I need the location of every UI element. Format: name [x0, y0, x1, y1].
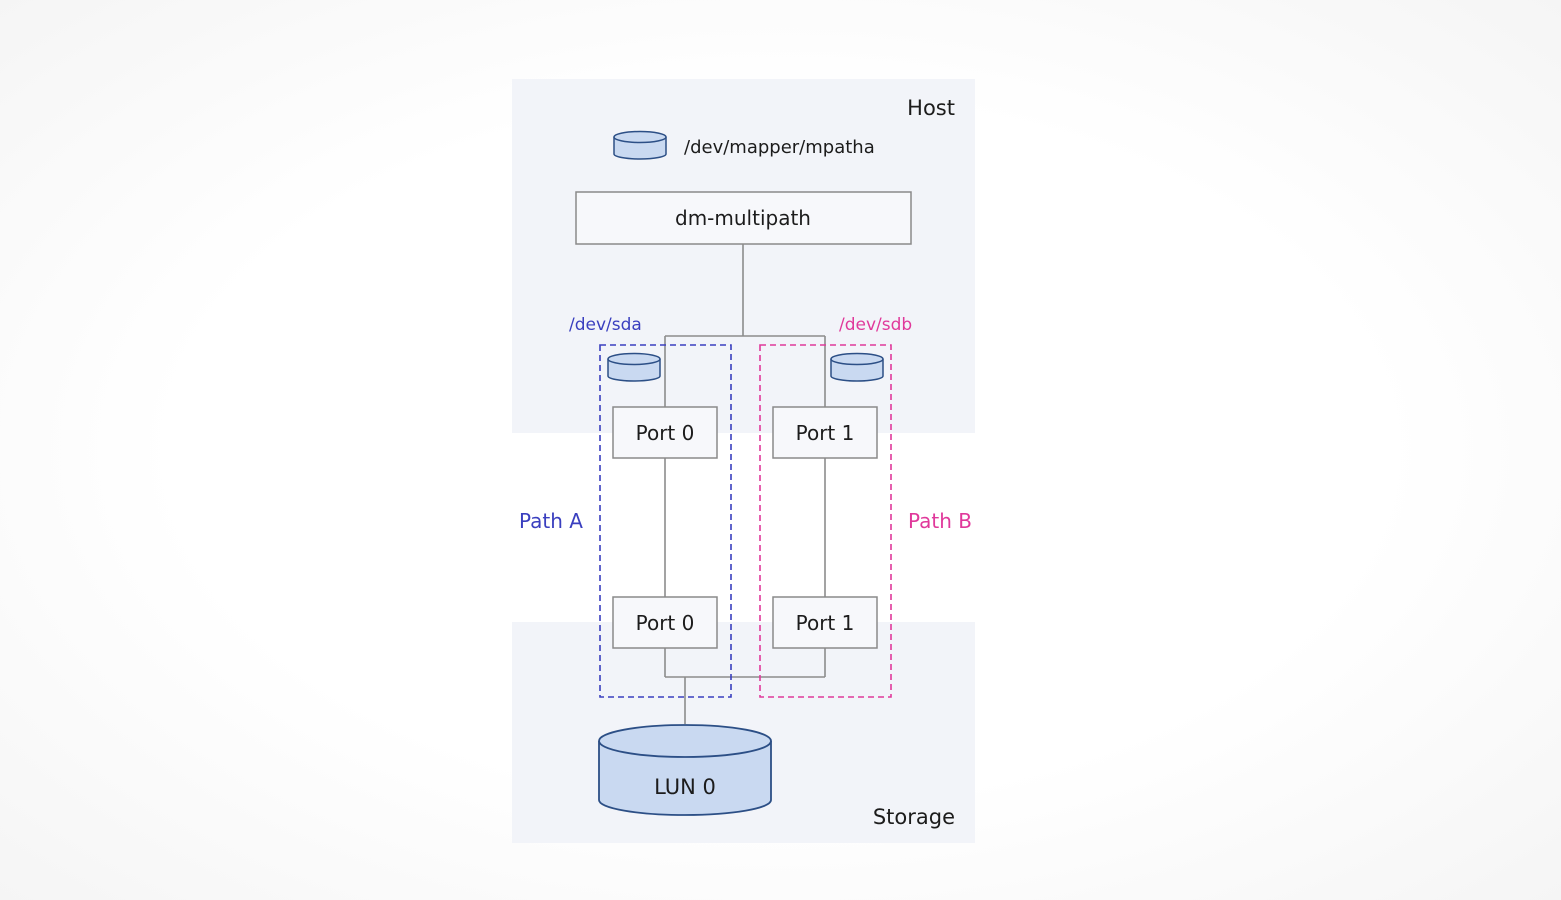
dm-multipath-label: dm-multipath: [675, 206, 811, 230]
host-port-1-label: Port 1: [796, 421, 855, 445]
storage-port-1-label: Port 1: [796, 611, 855, 635]
mapper-device-label: /dev/mapper/mpatha: [684, 137, 875, 158]
host-label: Host: [907, 96, 955, 120]
host-port-0-box: [612, 406, 718, 459]
sda-device-label: /dev/sda: [569, 315, 642, 335]
connector-lines: [664, 244, 826, 724]
sdb-disk-icon: [830, 352, 884, 382]
storage-port-0-box: [612, 596, 718, 649]
storage-port-0-label: Port 0: [636, 611, 695, 635]
storage-label: Storage: [873, 805, 955, 829]
lun-label: LUN 0: [654, 775, 716, 799]
sdb-device-label: /dev/sdb: [839, 315, 912, 335]
host-port-1-box: [772, 406, 878, 459]
path-a-label: Path A: [519, 509, 583, 533]
lun-disk-icon: [598, 724, 772, 816]
storage-port-1-box: [772, 596, 878, 649]
path-b-label: Path B: [908, 509, 972, 533]
path-b-boundary: [759, 344, 892, 698]
host-port-0-label: Port 0: [636, 421, 695, 445]
path-a-boundary: [599, 344, 732, 698]
sda-disk-icon: [607, 352, 661, 382]
mapper-disk-icon: [613, 130, 667, 160]
